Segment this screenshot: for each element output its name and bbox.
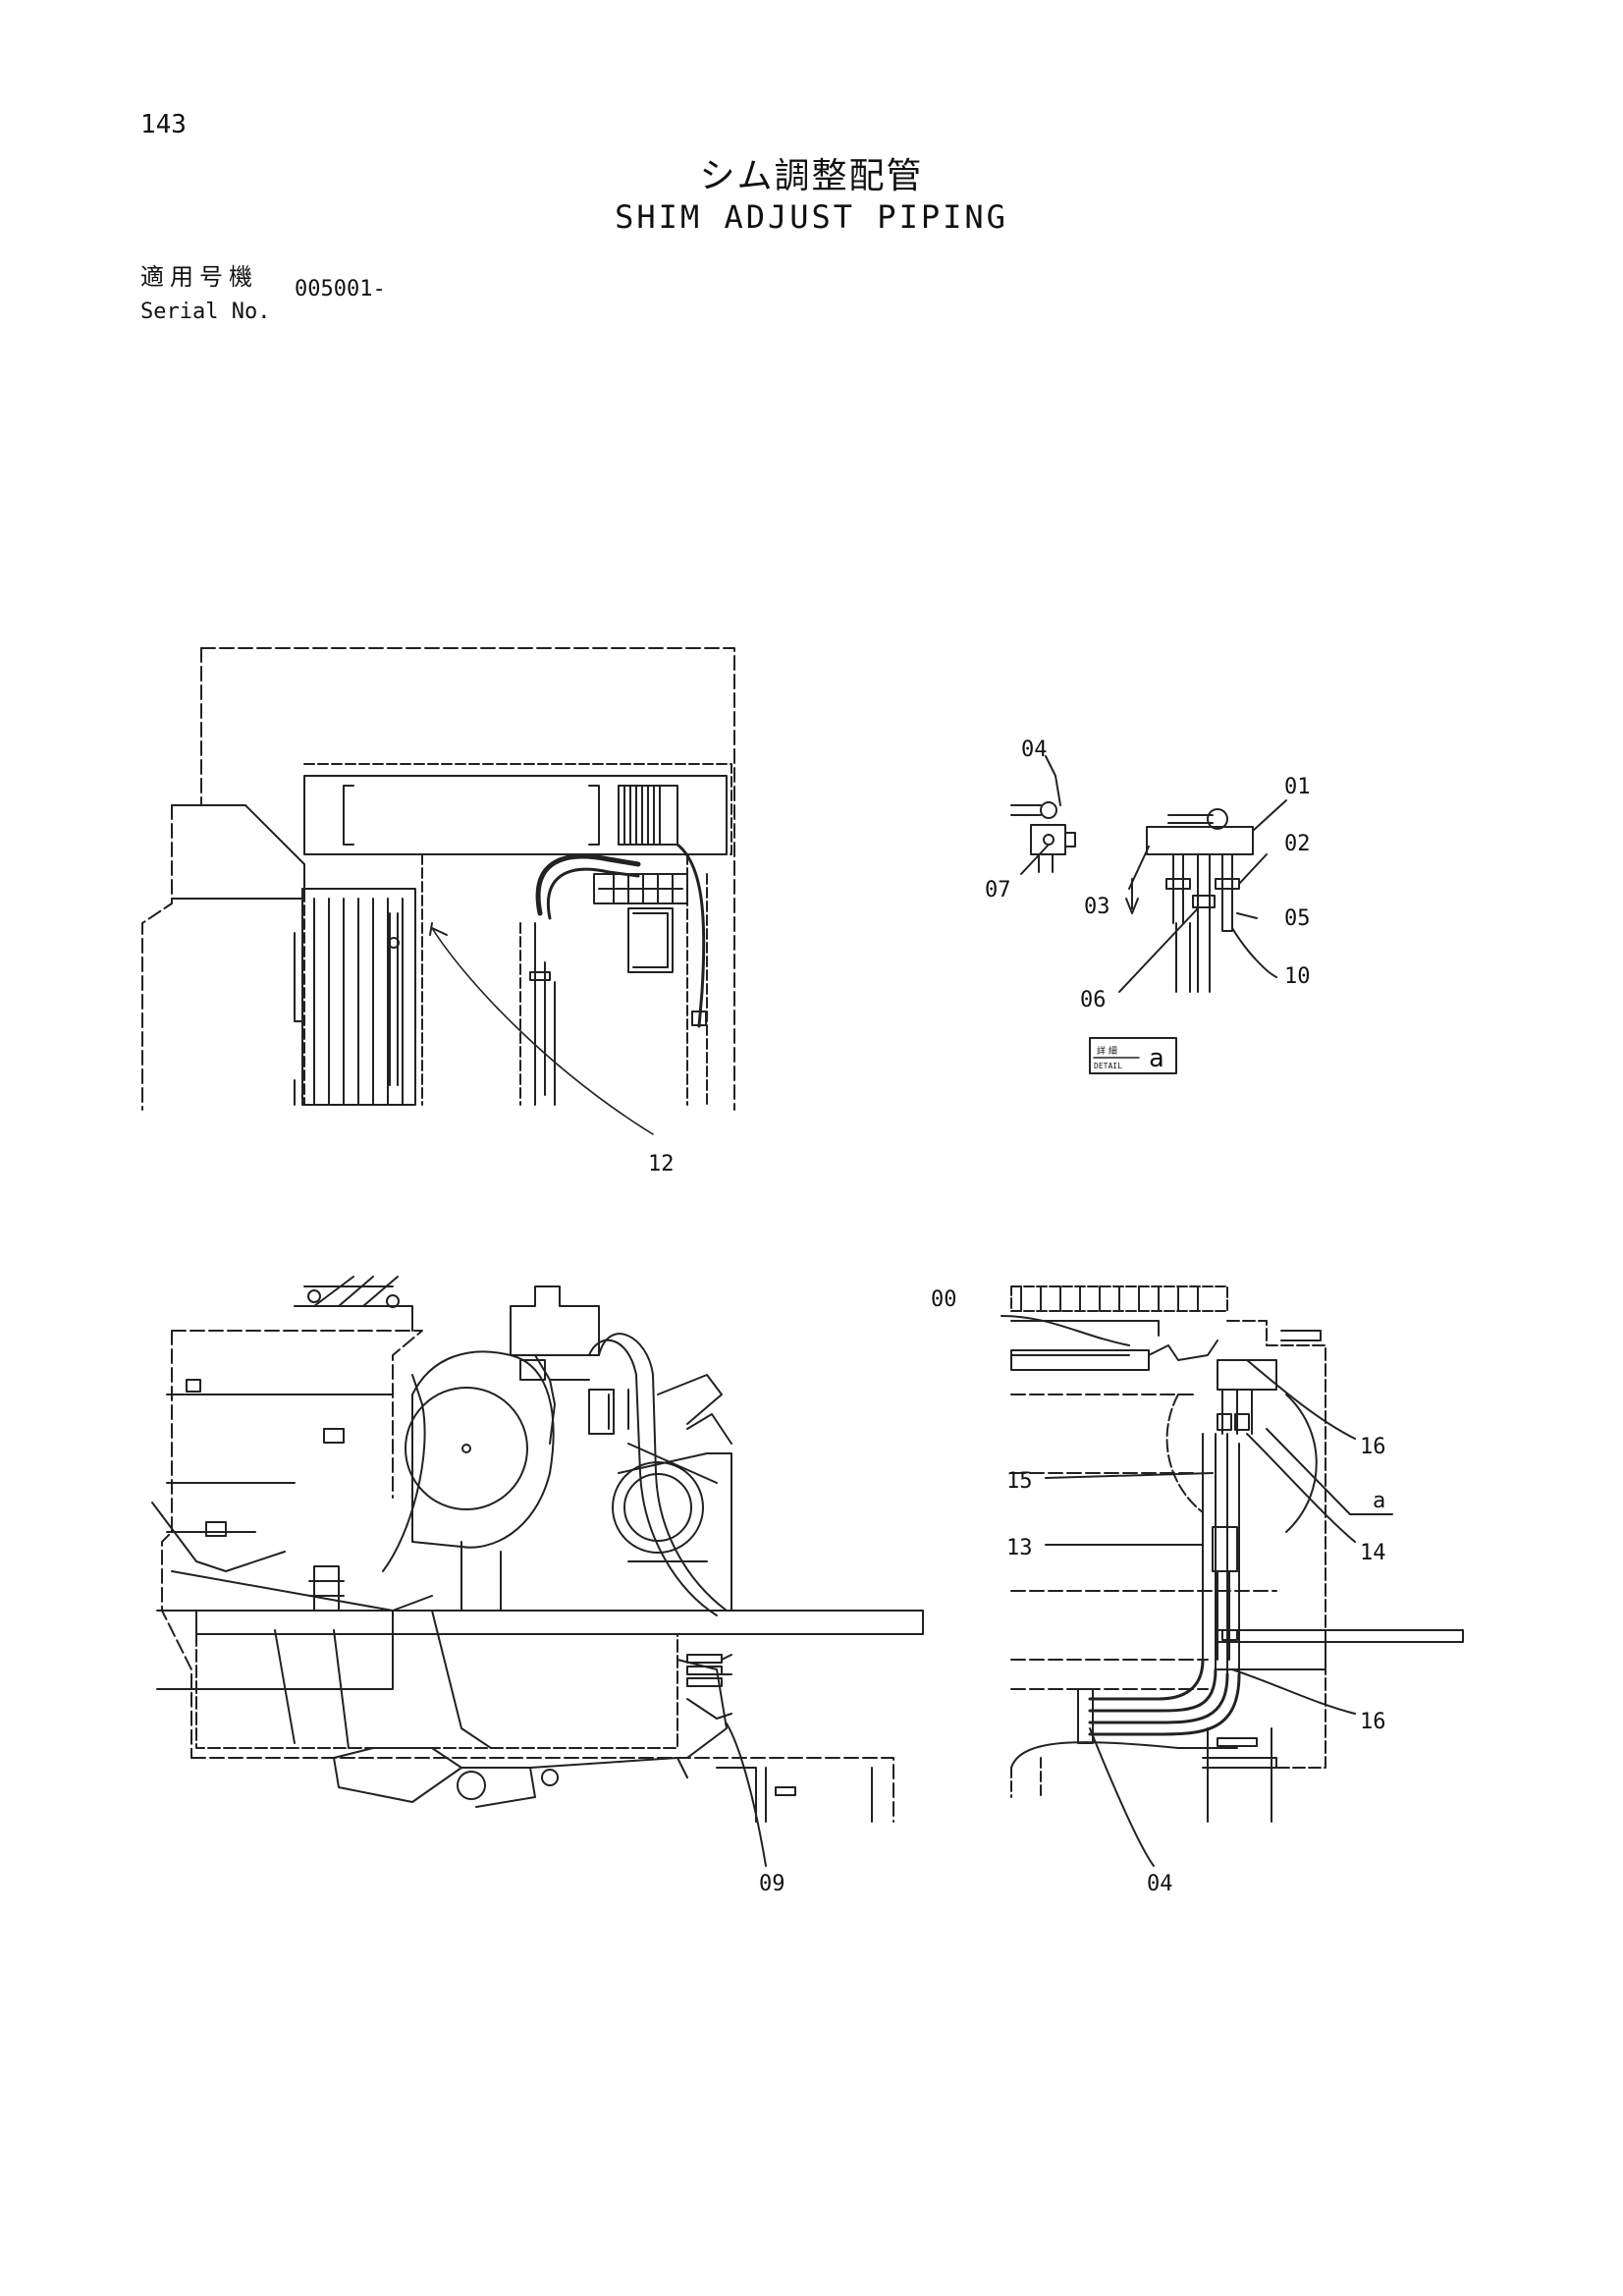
- top-left-view: 12: [141, 647, 735, 1176]
- page-title-english: SHIM ADJUST PIPING: [615, 198, 1008, 236]
- callout-16-upper: 16: [1360, 1435, 1386, 1459]
- bottom-left-view: 09: [151, 1276, 924, 1896]
- callout-10: 10: [1284, 964, 1311, 989]
- callout-06: 06: [1080, 988, 1107, 1012]
- serial-label-english: Serial No.: [140, 300, 271, 324]
- callout-15: 15: [1006, 1469, 1033, 1494]
- detail-label-en: DETAIL: [1094, 1062, 1122, 1070]
- detail-a-view: 04 07 01 02 03 05 06 10 詳 細 DETAIL a: [985, 738, 1311, 1074]
- serial-number-value: 005001-: [295, 277, 386, 301]
- callout-03: 03: [1084, 895, 1110, 919]
- callout-04: 04: [1021, 738, 1048, 762]
- page-title-japanese: シム調整配管: [699, 156, 924, 196]
- callout-14: 14: [1360, 1541, 1386, 1565]
- callout-16-lower: 16: [1360, 1710, 1386, 1734]
- detail-label-jp: 詳 細: [1097, 1045, 1117, 1057]
- callout-02: 02: [1284, 832, 1311, 856]
- callout-12: 12: [648, 1152, 675, 1176]
- callout-07: 07: [985, 878, 1011, 902]
- detail-letter: a: [1149, 1044, 1164, 1073]
- callout-05: 05: [1284, 906, 1311, 931]
- callout-00: 00: [931, 1287, 957, 1312]
- callout-09: 09: [759, 1872, 785, 1896]
- serial-label-japanese: 適用号機: [140, 263, 258, 291]
- callout-13: 13: [1006, 1536, 1033, 1560]
- callout-a: a: [1373, 1489, 1385, 1513]
- bottom-right-view: 00 16 15 a 14 13 16 04: [931, 1285, 1464, 1896]
- callout-01: 01: [1284, 775, 1311, 799]
- callout-04-lower: 04: [1147, 1872, 1173, 1896]
- detail-label-box: 詳 細 DETAIL a: [1089, 1037, 1177, 1074]
- page-number: 143: [140, 110, 187, 139]
